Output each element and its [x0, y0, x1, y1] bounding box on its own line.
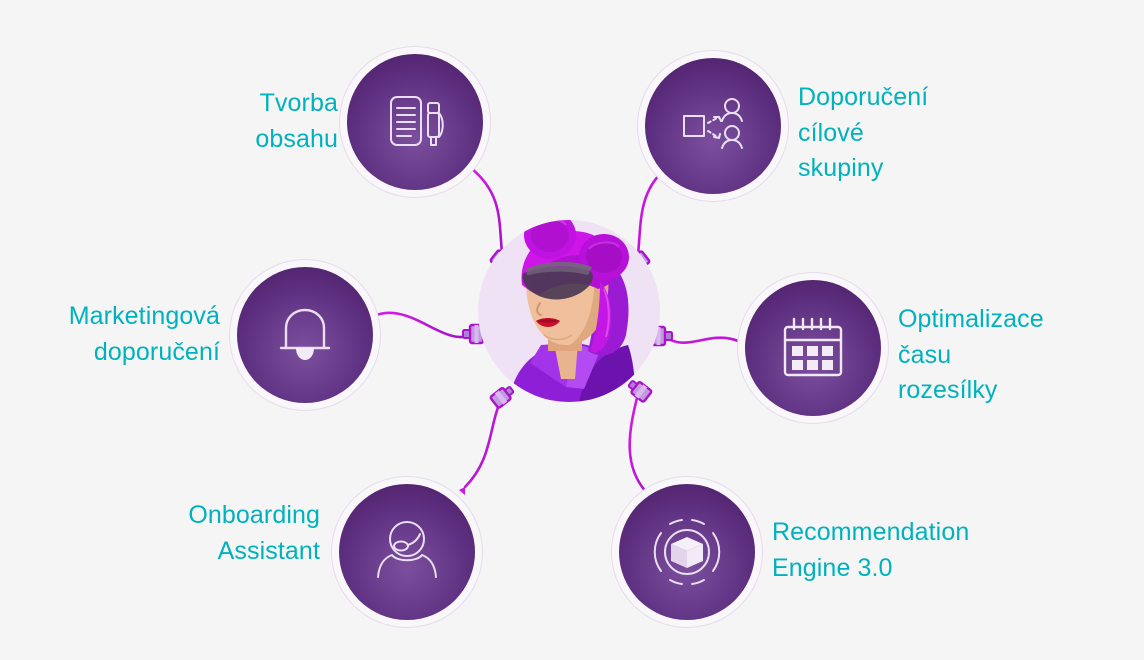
- label-tvorba-obsahu: Tvorba obsahu: [255, 89, 338, 153]
- node-onboarding-assistant[interactable]: [339, 484, 475, 620]
- node-tvorba-obsahu[interactable]: [347, 54, 483, 190]
- audience-targeting-icon: [683, 98, 743, 149]
- node-marketingova-doporuceni[interactable]: [237, 267, 373, 403]
- node-optimalizace-casu-rozesilky[interactable]: [745, 280, 881, 416]
- ai-assistant-avatar: [478, 220, 660, 402]
- wire-optimalizace: [662, 334, 753, 350]
- label-recommendation-engine: Recommendation Engine 3.0: [772, 518, 970, 582]
- node-doporuceni-cilove-skupiny[interactable]: [645, 58, 781, 194]
- headset-agent-icon: [377, 521, 437, 578]
- label-onboarding-assistant: Onboarding Assistant: [188, 501, 320, 565]
- calendar-icon: [783, 317, 843, 377]
- document-pen-icon: [390, 96, 444, 146]
- cube-recommendation-icon: [653, 519, 721, 585]
- cube-shape: [671, 537, 703, 568]
- label-optimalizace-casu-rozesilky: Optimalizace času rozesílky: [898, 305, 1044, 404]
- bell-icon: [279, 308, 331, 360]
- wire-marketingova: [364, 311, 473, 339]
- label-marketingova-doporuceni: Marketingová doporučení: [68, 302, 220, 366]
- label-doporuceni-cilove-skupiny: Doporučení cílové skupiny: [798, 83, 929, 182]
- node-recommendation-engine[interactable]: [619, 484, 755, 620]
